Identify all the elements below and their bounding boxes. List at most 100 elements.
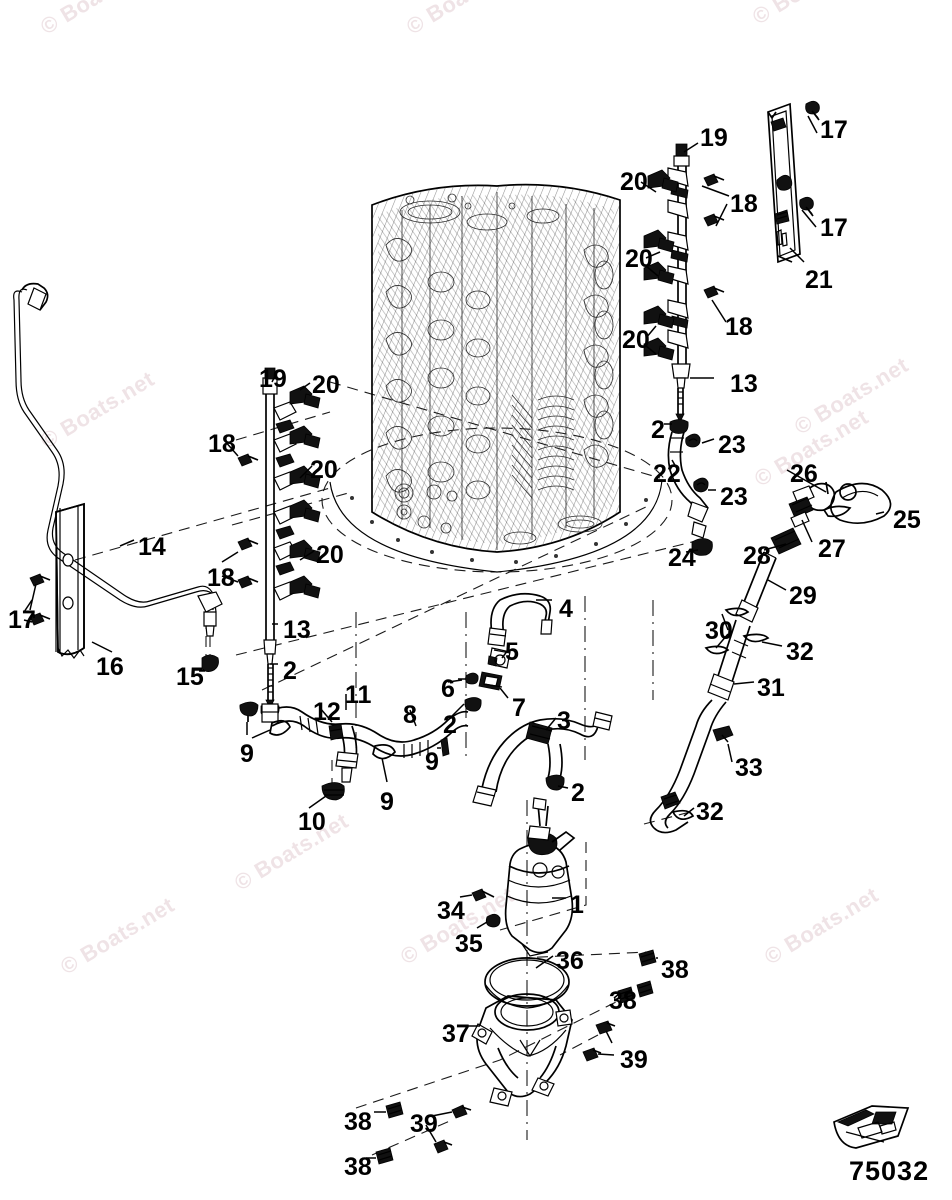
part-17-cooler-screws-left <box>29 573 51 626</box>
callout-number-26[interactable]: 26 <box>790 460 818 488</box>
callout-number-13[interactable]: 13 <box>730 370 758 398</box>
callout-number-17[interactable]: 17 <box>820 116 848 144</box>
callout-number-28[interactable]: 28 <box>743 542 771 570</box>
callout-number-15[interactable]: 15 <box>176 663 204 691</box>
callout-number-7[interactable]: 7 <box>512 694 526 722</box>
callout-number-20[interactable]: 20 <box>622 326 650 354</box>
callout-number-8[interactable]: 8 <box>403 701 417 729</box>
callout-number-5[interactable]: 5 <box>505 638 519 666</box>
callout-number-20[interactable]: 20 <box>620 168 648 196</box>
callout-number-2[interactable]: 2 <box>651 416 665 444</box>
callout-number-22[interactable]: 22 <box>653 460 681 488</box>
callout-number-20[interactable]: 20 <box>316 541 344 569</box>
callout-number-11[interactable]: 11 <box>345 681 372 709</box>
part-20-injectors-left <box>289 385 321 599</box>
callout-number-4[interactable]: 4 <box>559 595 573 623</box>
part-13-stud-right <box>675 388 685 423</box>
part-38-nuts <box>366 949 658 1165</box>
callout-number-36[interactable]: 36 <box>556 947 584 975</box>
figure-number: 75032 <box>849 1156 930 1186</box>
part-19-fuel-rail-right <box>667 143 691 389</box>
callout-number-21[interactable]: 21 <box>805 266 833 294</box>
callout-number-9[interactable]: 9 <box>425 748 439 776</box>
part-16-fuel-cooler <box>55 502 85 659</box>
callout-number-13[interactable]: 13 <box>283 616 311 644</box>
callout-number-1[interactable]: 1 <box>570 891 584 919</box>
callout-number-18[interactable]: 18 <box>207 564 235 592</box>
callout-number-39[interactable]: 39 <box>620 1046 648 1074</box>
callout-number-34[interactable]: 34 <box>437 897 465 925</box>
callout-number-38[interactable]: 38 <box>344 1153 372 1181</box>
callout-number-20[interactable]: 20 <box>625 245 653 273</box>
part-4-upper-hose <box>487 592 553 647</box>
callout-number-17[interactable]: 17 <box>8 606 36 634</box>
callout-number-35[interactable]: 35 <box>455 930 483 958</box>
part-6-screw <box>458 672 479 685</box>
part-39-bolts <box>425 1020 616 1154</box>
callout-number-39[interactable]: 39 <box>410 1110 438 1138</box>
callout-number-18[interactable]: 18 <box>208 430 236 458</box>
callout-number-33[interactable]: 33 <box>735 754 763 782</box>
part-29-tube-upper <box>735 551 777 623</box>
callout-number-18[interactable]: 18 <box>730 190 758 218</box>
callout-number-30[interactable]: 30 <box>705 617 733 645</box>
part-9-hose-clamps <box>239 701 450 783</box>
callout-number-38[interactable]: 38 <box>344 1108 372 1136</box>
callout-number-17[interactable]: 17 <box>820 214 848 242</box>
part-21-bracket-cover <box>767 102 801 264</box>
callout-number-6[interactable]: 6 <box>441 675 455 703</box>
part-11-hose-assembly <box>335 725 359 783</box>
part-2-nut-mid <box>464 697 482 712</box>
part-35-washer-pump <box>476 913 501 929</box>
callout-number-37[interactable]: 37 <box>442 1020 470 1048</box>
part-18-bolts-right <box>703 173 725 299</box>
part-25-cap-assembly <box>822 482 892 525</box>
engine-block-illustration <box>321 183 673 573</box>
callout-number-23[interactable]: 23 <box>718 431 746 459</box>
callout-number-2[interactable]: 2 <box>571 779 585 807</box>
callout-number-32[interactable]: 32 <box>786 638 814 666</box>
boat-silhouette-icon <box>833 1105 910 1149</box>
callout-number-25[interactable]: 25 <box>893 506 921 534</box>
callout-number-19[interactable]: 19 <box>259 365 287 393</box>
part-31-tube-lower <box>707 619 751 701</box>
callout-number-23[interactable]: 23 <box>720 483 748 511</box>
callout-number-20[interactable]: 20 <box>310 456 338 484</box>
callout-number-20[interactable]: 20 <box>312 371 340 399</box>
callout-number-31[interactable]: 31 <box>757 674 785 702</box>
callout-leader-lines <box>23 115 885 1027</box>
callout-number-3[interactable]: 3 <box>557 707 571 735</box>
part-30-o-rings <box>704 607 750 655</box>
callout-number-2[interactable]: 2 <box>443 711 457 739</box>
callout-number-32[interactable]: 32 <box>696 798 724 826</box>
part-14-fuel-cooler-tube <box>13 282 223 637</box>
callout-number-16[interactable]: 16 <box>96 653 124 681</box>
callout-number-9[interactable]: 9 <box>380 788 394 816</box>
callout-number-10[interactable]: 10 <box>298 808 326 836</box>
part-22-vapor-hose <box>667 431 713 556</box>
part-5-connector <box>487 647 511 669</box>
part-12-clamp-small <box>328 723 344 741</box>
callout-number-24[interactable]: 24 <box>668 544 696 572</box>
callout-number-27[interactable]: 27 <box>818 535 846 563</box>
part-27-adapter <box>788 485 815 528</box>
callout-number-38[interactable]: 38 <box>661 956 689 984</box>
callout-number-29[interactable]: 29 <box>789 582 817 610</box>
callout-number-38[interactable]: 38 <box>609 987 637 1015</box>
part-17-screws-right <box>799 100 820 217</box>
part-28-nut-fitting <box>770 527 802 555</box>
callout-number-18[interactable]: 18 <box>725 313 753 341</box>
callout-number-14[interactable]: 14 <box>138 533 166 561</box>
callout-number-12[interactable]: 12 <box>313 698 341 726</box>
part-20-injectors-right <box>643 169 679 361</box>
callout-number-9[interactable]: 9 <box>240 740 254 768</box>
part-23-clips <box>685 433 709 493</box>
callout-number-19[interactable]: 19 <box>700 124 728 152</box>
part-31-hose-loop <box>649 699 727 834</box>
part-19-fuel-rail-left <box>262 367 297 665</box>
part-34-screw-pump <box>459 888 495 902</box>
part-8-long-hose <box>261 703 469 758</box>
callout-number-2[interactable]: 2 <box>283 657 297 685</box>
part-1-fuel-pump-module <box>504 797 576 957</box>
